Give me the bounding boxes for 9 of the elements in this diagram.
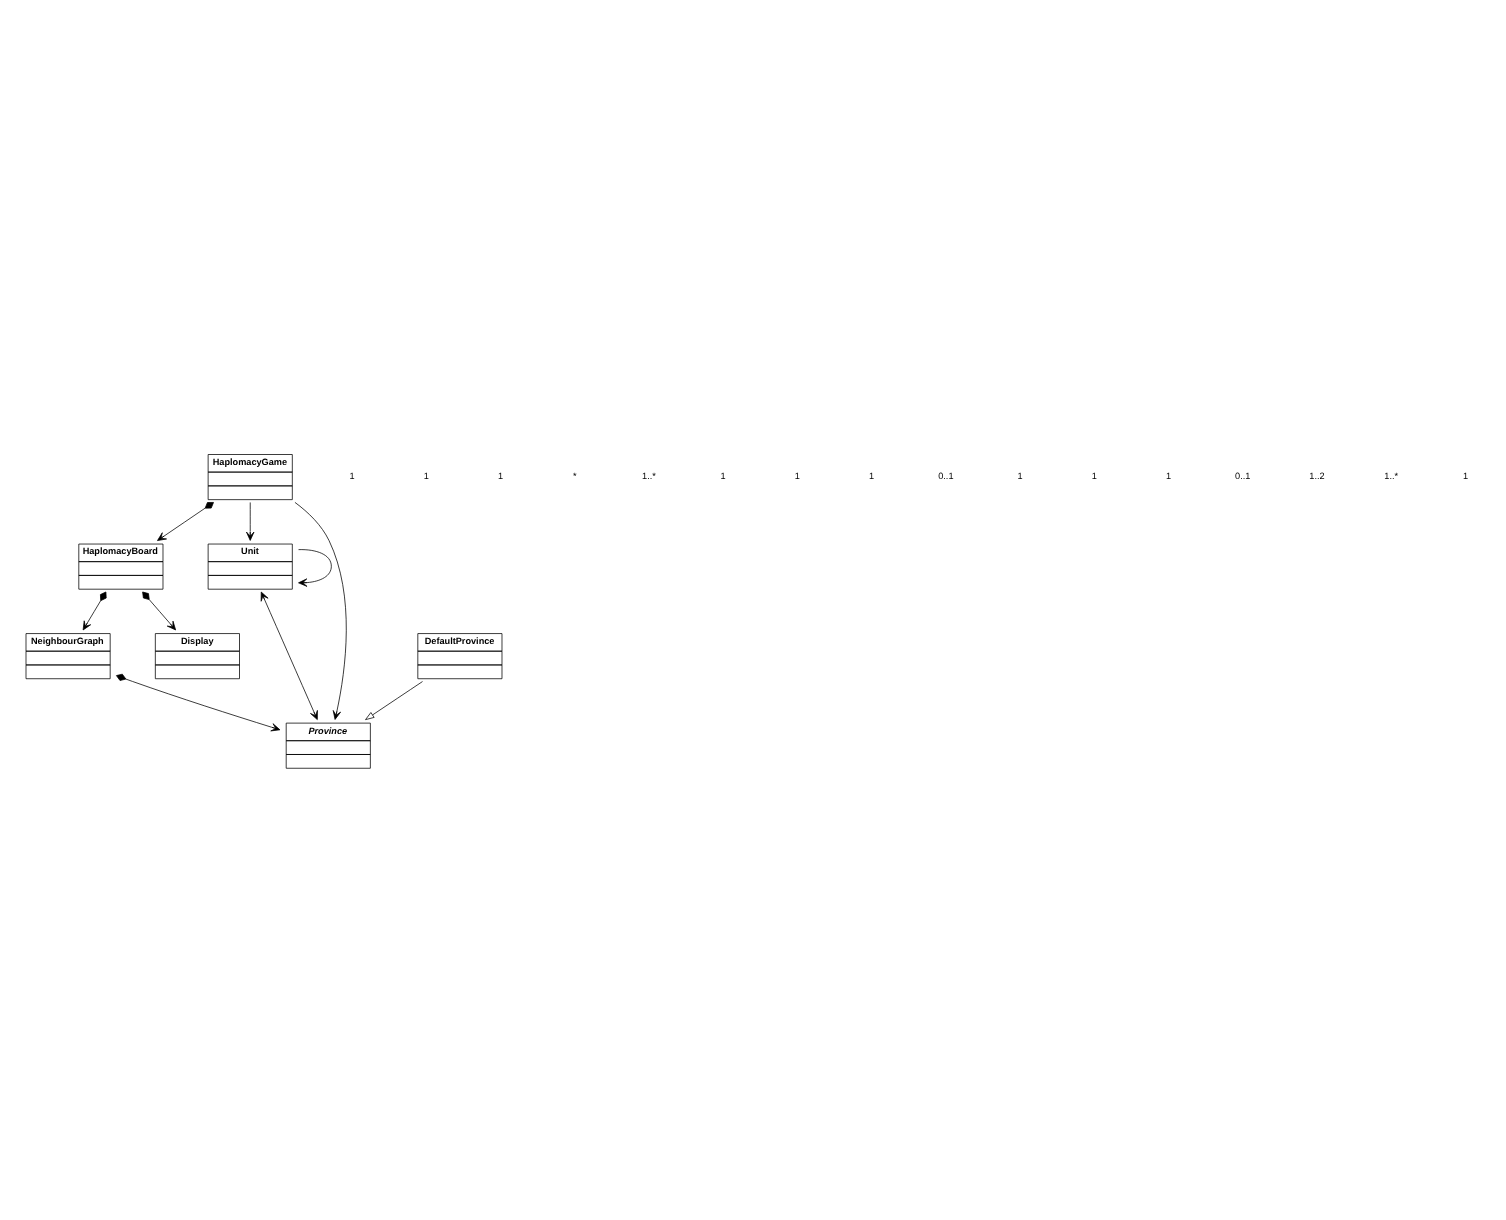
arrow [246,501,255,540]
arrow [260,590,318,719]
arrow [82,590,107,630]
arrow [116,672,281,731]
arrow [157,501,214,540]
arrow [142,590,177,630]
arrow [294,501,347,719]
arrow [298,548,332,586]
arrow [365,680,423,720]
